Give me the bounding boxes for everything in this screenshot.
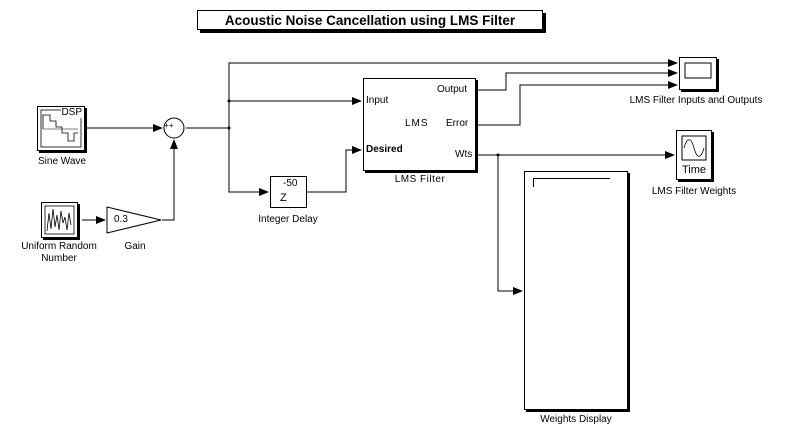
diagram-title: Acoustic Noise Cancellation using LMS Fi… [197, 10, 543, 30]
delay-exponent: -50 [283, 178, 298, 189]
junction-dot [496, 153, 500, 157]
gain-block [106, 206, 162, 234]
gain-label: Gain [124, 241, 146, 252]
sine-wave-icon [40, 109, 82, 148]
scope-weights-block[interactable]: Time [676, 130, 712, 180]
lms-center-label: LMS [405, 118, 429, 129]
time-scope-text: Time [682, 164, 707, 176]
delay-symbol: Z [280, 192, 287, 204]
sum-signs: + + [164, 121, 174, 130]
random-number-label: Uniform Random Number [5, 241, 113, 265]
junction-dot [227, 99, 231, 103]
random-number-block[interactable] [41, 202, 78, 238]
weights-display-block[interactable] [524, 171, 628, 410]
wire-wts-to-display [497, 155, 523, 295]
wire-gain-to-sum [162, 139, 178, 221]
wire-output-to-scope [476, 69, 678, 91]
lms-port-output: Output [437, 84, 468, 95]
time-scope-icon [681, 135, 707, 161]
lms-filter-label: LMS Filter [394, 174, 446, 185]
wire-branch-up [228, 59, 678, 128]
random-number-label-line2: Number [41, 253, 77, 264]
integer-delay-label: Integer Delay [258, 214, 318, 225]
wire-to-delay [228, 128, 269, 196]
scope-weights-label: LMS Filter Weights [651, 186, 737, 197]
sum-block [163, 117, 185, 139]
sine-wave-block[interactable]: DSP [37, 106, 85, 151]
scope-io-label: LMS Filter Inputs and Outputs [629, 95, 763, 106]
noise-icon [44, 205, 75, 235]
junction-dot [227, 126, 231, 130]
weights-display-label: Weights Display [540, 414, 612, 425]
wire-delay-to-desired [307, 146, 362, 193]
integer-delay-block[interactable] [270, 176, 307, 208]
scope-icon [684, 62, 712, 79]
lms-port-wts: Wts [455, 149, 473, 160]
lms-filter-block[interactable] [363, 78, 476, 171]
weights-display-marker [533, 178, 610, 187]
lms-port-error: Error [446, 118, 469, 129]
gain-value: 0.3 [114, 214, 128, 225]
sine-wave-icon-text: DSP [61, 107, 82, 118]
wire-error-to-scope [476, 81, 678, 126]
lms-port-desired: Desired [366, 144, 403, 155]
sine-wave-label: Sine Wave [38, 156, 86, 167]
random-number-label-line1: Uniform Random [21, 241, 97, 252]
lms-port-input: Input [366, 95, 389, 106]
scope-io-block[interactable] [679, 57, 717, 90]
